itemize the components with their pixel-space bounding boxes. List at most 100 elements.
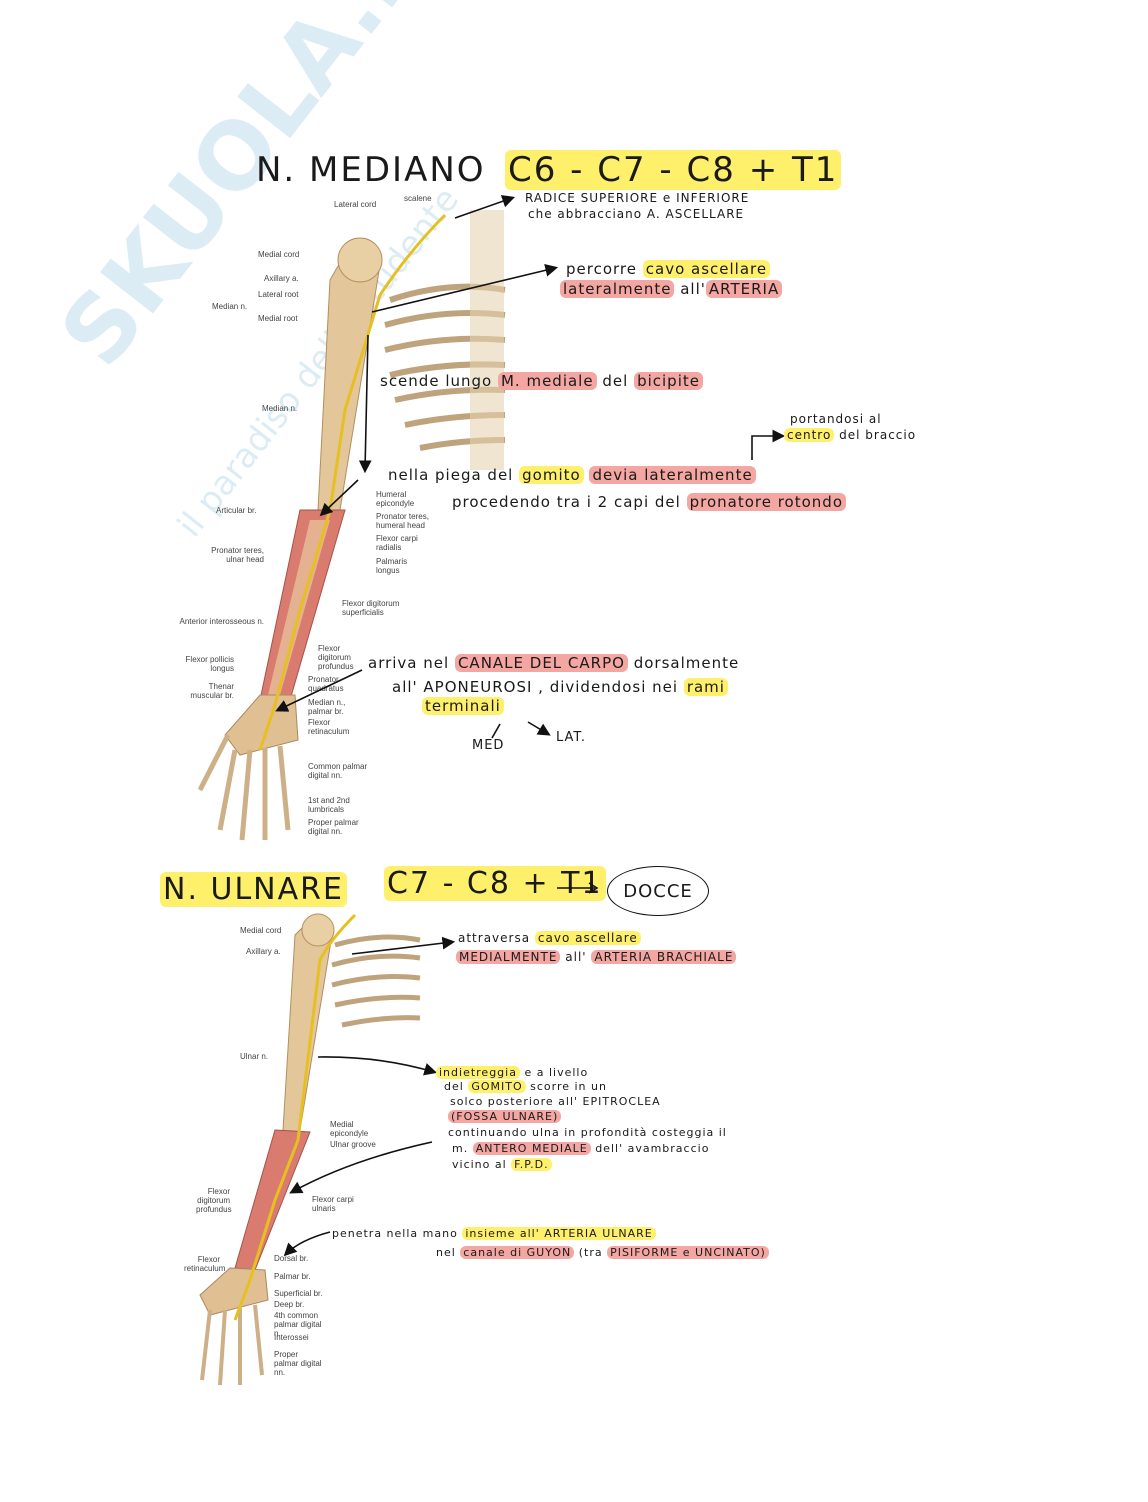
- ulnar-note-2a: indietreggia e a livello: [436, 1066, 588, 1079]
- ulnar-note-2f-2: ANTERO MEDIALE: [472, 1142, 591, 1155]
- median-arm-illustration: [197, 210, 506, 841]
- label-u-palmar: Palmar br.: [274, 1272, 311, 1281]
- label-proper-palmar: Proper palmar digital nn.: [308, 818, 359, 836]
- label-u-fcu: Flexor carpi ulnaris: [312, 1195, 354, 1213]
- median-note-5a-3: devia lateralmente: [589, 466, 756, 484]
- ulnar-roots-text: C7 - C8 + T1: [384, 866, 606, 901]
- label-pt-ulnar: Pronator teres, ulnar head: [211, 546, 264, 564]
- median-note-4a: portandosi al: [790, 412, 882, 426]
- label-u-medial-epi: Medial epicondyle: [330, 1120, 369, 1138]
- label-flex-ret: Flexor retinaculum: [308, 718, 350, 736]
- ulnar-title-arrow: [557, 882, 599, 894]
- label-fdp: Flexor digitorum profundus: [318, 644, 354, 671]
- ulnar-note-2g: vicino al F.P.D.: [452, 1158, 552, 1171]
- median-note-3-3: del: [602, 372, 629, 390]
- label-median-n2: Median n.: [262, 404, 298, 413]
- label-u-ulnar-n: Ulnar n.: [240, 1052, 269, 1061]
- ulnar-note-2a-1: indietreggia: [436, 1066, 520, 1079]
- label-lateral-cord: Lateral cord: [334, 200, 377, 209]
- label-lateral-root: Lateral root: [258, 290, 299, 299]
- median-note-6b-1: all' APONEUROSI , dividendosi nei: [392, 678, 679, 696]
- ulnar-note-1b-3: ARTERIA BRACHIALE: [591, 950, 737, 964]
- ulnar-note-2f-3: dell' avambraccio: [595, 1142, 710, 1155]
- median-note-6c: terminali: [422, 697, 504, 715]
- label-u-deep: Deep br.: [274, 1300, 305, 1309]
- median-note-2a-1: percorre: [566, 260, 637, 278]
- label-median-n: Median n.: [212, 302, 248, 311]
- label-fcr: Flexor carpi radialis: [376, 534, 418, 552]
- ulnar-note-2e-text: continuando ulna in profondità costeggia…: [448, 1126, 727, 1139]
- label-u-flex-ret: Flexor retinaculum: [184, 1255, 226, 1273]
- label-u-medial-cord: Medial cord: [240, 926, 282, 935]
- median-note-2b: lateralmente all'ARTERIA: [560, 280, 783, 298]
- median-note-med-text: MED: [472, 738, 505, 753]
- ulnar-box: DOCCE: [607, 866, 709, 916]
- ulnar-title-text: N. ULNARE: [160, 872, 347, 907]
- median-note-6a-3: dorsalmente: [633, 654, 740, 672]
- ulnar-note-3a-1: penetra nella mano: [332, 1227, 458, 1240]
- label-u-axillary: Axillary a.: [246, 947, 281, 956]
- median-note-5a: nella piega del gomito devia lateralment…: [388, 466, 756, 484]
- median-note-1a: RADICE SUPERIORE e INFERIORE: [525, 191, 749, 205]
- ulnar-note-2f-1: m.: [452, 1142, 469, 1155]
- label-axillary: Axillary a.: [264, 274, 299, 283]
- ulnar-box-text: DOCCE: [623, 880, 693, 902]
- ulnar-nerve: [233, 913, 357, 1321]
- median-note-3-2: M. mediale: [497, 372, 597, 390]
- label-u-fourth-common: 4th common palmar digital n.: [274, 1311, 322, 1338]
- median-note-1b-text: che abbracciano A. ASCELLARE: [528, 207, 745, 221]
- ulnar-note-2d-text: (FOSSA ULNARE): [448, 1110, 562, 1123]
- median-note-6a-1: arriva nel: [368, 654, 450, 672]
- median-title: N. MEDIANO: [256, 150, 486, 190]
- median-note-5a-1: nella piega del: [388, 466, 514, 484]
- median-note-5a-2: gomito: [519, 466, 584, 484]
- median-note-6c-text: terminali: [422, 697, 504, 715]
- fingers: [197, 733, 291, 841]
- median-note-4b-1: centro: [784, 428, 835, 442]
- label-lumbricals: 1st and 2nd lumbricals: [308, 796, 350, 814]
- label-median-palmar: Median n., palmar br.: [308, 698, 346, 716]
- median-title-text: N. MEDIANO: [256, 150, 486, 190]
- label-humeral-epi: Humeral epicondyle: [376, 490, 415, 508]
- label-scalene: scalene: [404, 194, 432, 203]
- ulnar-note-2c: solco posteriore all' EPITROCLEA: [450, 1095, 661, 1108]
- ulnar-note-3b-4: PISIFORME e UNCINATO): [607, 1246, 769, 1259]
- ulnar-note-2a-2: e a livello: [524, 1066, 589, 1079]
- label-common-palmar: Common palmar digital nn.: [308, 762, 368, 780]
- median-note-2b-1: lateralmente: [560, 280, 675, 298]
- median-note-med: MED: [472, 738, 504, 753]
- ulnar-note-1a: attraversa cavo ascellare: [458, 931, 641, 945]
- label-pt-humeral: Pronator teres, humeral head: [376, 512, 429, 530]
- median-note-lat-text: LAT.: [556, 730, 586, 745]
- label-fpl: Flexor pollicis longus: [185, 655, 234, 673]
- median-note-4b: centro del braccio: [784, 428, 916, 442]
- median-note-6b: all' APONEUROSI , dividendosi nei rami: [392, 678, 728, 696]
- median-note-6b-2: rami: [683, 678, 728, 696]
- ulnar-note-1b-1: MEDIALMENTE: [456, 950, 561, 964]
- ulnar-note-2g-1: vicino al: [452, 1158, 507, 1171]
- ulnar-note-2b-3: scorre in un: [530, 1080, 607, 1093]
- median-note-4a-text: portandosi al: [790, 412, 882, 426]
- fingers-2: [200, 1304, 264, 1386]
- ulnar-note-2g-2: F.P.D.: [511, 1158, 552, 1171]
- median-note-5b-2: pronatore rotondo: [686, 493, 846, 511]
- label-medial-root: Medial root: [258, 314, 298, 323]
- ulnar-note-1b: MEDIALMENTE all' ARTERIA BRACHIALE: [456, 950, 737, 964]
- median-note-lat: LAT.: [556, 730, 586, 745]
- median-note-5b: procedendo tra i 2 capi del pronatore ro…: [452, 493, 846, 511]
- ribcage-2: [331, 934, 421, 1028]
- label-pq: Pronator quadratus: [308, 675, 344, 693]
- median-note-1b: che abbracciano A. ASCELLARE: [528, 207, 744, 221]
- ulnar-note-2f: m. ANTERO MEDIALE dell' avambraccio: [452, 1142, 709, 1155]
- label-ant-inteross: Anterior interosseous n.: [179, 617, 265, 626]
- ulnar-note-2b: del GOMITO scorre in un: [444, 1080, 607, 1093]
- label-u-interossei: Interossei: [274, 1333, 309, 1342]
- median-note-5b-1: procedendo tra i 2 capi del: [452, 493, 681, 511]
- ulnar-note-2c-text: solco posteriore all' EPITROCLEA: [450, 1095, 661, 1108]
- label-thenar: Thenar muscular br.: [190, 682, 234, 700]
- ulnar-note-3b-2: canale di GUYON: [460, 1246, 575, 1259]
- median-note-6a: arriva nel CANALE DEL CARPO dorsalmente: [368, 654, 739, 672]
- median-note-2a-2: cavo ascellare: [642, 260, 771, 278]
- label-u-dorsal: Dorsal br.: [274, 1254, 309, 1263]
- label-u-ulnar-groove: Ulnar groove: [330, 1140, 376, 1149]
